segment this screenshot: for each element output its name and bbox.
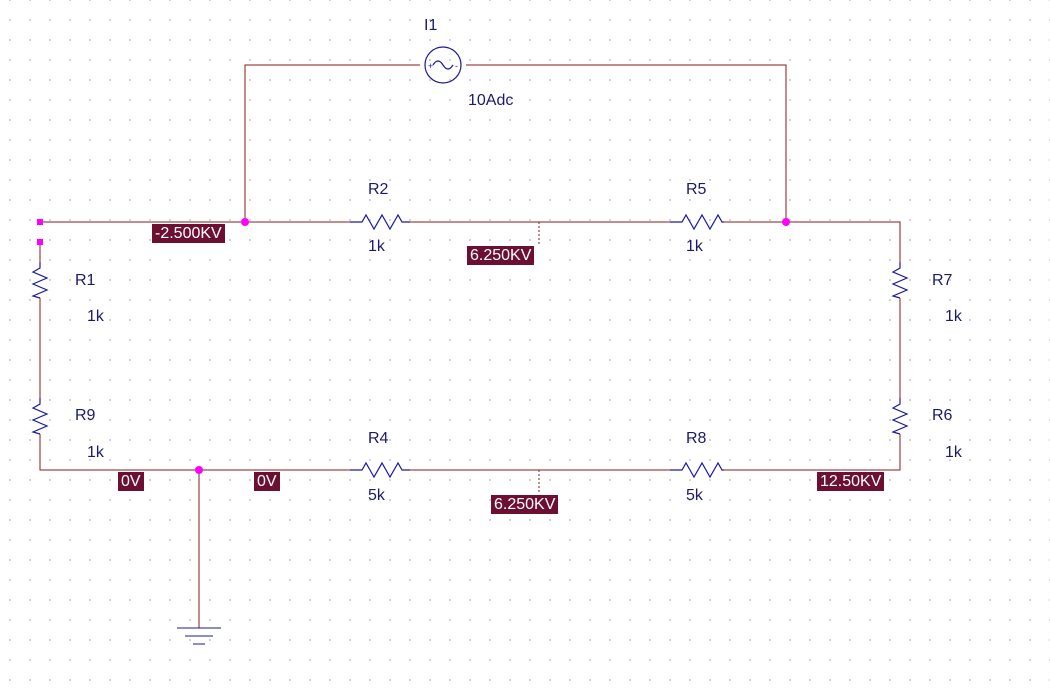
voltage-label-top-mid: 6.250KV: [467, 246, 535, 265]
r9-value-label: 1k: [87, 444, 105, 461]
resistor-r9[interactable]: [31, 398, 49, 435]
r5-value-label: 1k: [686, 238, 704, 255]
junction-ground: [195, 466, 203, 474]
r7-name-label: R7: [932, 272, 953, 289]
voltage-label-bottom-left-b: 0V: [254, 472, 280, 491]
r6-value-label: 1k: [945, 444, 963, 461]
junction-top-left: [241, 218, 249, 226]
current-source-i1[interactable]: + -: [424, 46, 462, 84]
wires: [39, 64, 901, 628]
resistor-r6[interactable]: [891, 398, 909, 435]
voltage-label-top-left: -2.500KV: [152, 224, 225, 243]
resistor-r4[interactable]: [350, 461, 410, 479]
wire-top-loop-right: [466, 64, 787, 222]
source-name-label: I1: [424, 17, 437, 34]
svg-text:-: -: [455, 61, 458, 71]
ground-symbol[interactable]: [177, 627, 221, 645]
r9-name-label: R9: [75, 407, 96, 424]
svg-text:+: +: [428, 61, 433, 71]
wire-bottom-left: [39, 434, 350, 471]
r8-value-label: 5k: [686, 487, 704, 504]
r4-name-label: R4: [368, 430, 389, 447]
pin-marker-lower: [37, 239, 43, 245]
resistor-r2[interactable]: [350, 213, 410, 231]
resistor-r7[interactable]: [891, 262, 909, 299]
wire-top-loop: [244, 64, 420, 222]
resistor-r8[interactable]: [670, 461, 724, 479]
r6-name-label: R6: [932, 407, 953, 424]
r1-value-label: 1k: [87, 308, 105, 325]
voltage-label-bottom-right: 12.50KV: [817, 472, 885, 491]
r5-name-label: R5: [686, 181, 707, 198]
r2-value-label: 1k: [368, 238, 386, 255]
r8-name-label: R8: [686, 430, 707, 447]
r2-name-label: R2: [368, 181, 389, 198]
resistor-r5[interactable]: [670, 213, 724, 231]
voltage-label-bottom-left-a: 0V: [118, 472, 144, 491]
r4-value-label: 5k: [368, 487, 386, 504]
source-value-label: 10Adc: [468, 92, 513, 109]
r7-value-label: 1k: [945, 308, 963, 325]
voltage-label-bottom-mid: 6.250KV: [491, 495, 559, 514]
resistor-r1[interactable]: [31, 262, 49, 299]
junction-top-right: [782, 218, 790, 226]
wire-bottom-right: [724, 434, 901, 471]
r1-name-label: R1: [75, 272, 96, 289]
wire-top-right: [724, 221, 901, 262]
pin-marker-upper: [37, 219, 43, 225]
